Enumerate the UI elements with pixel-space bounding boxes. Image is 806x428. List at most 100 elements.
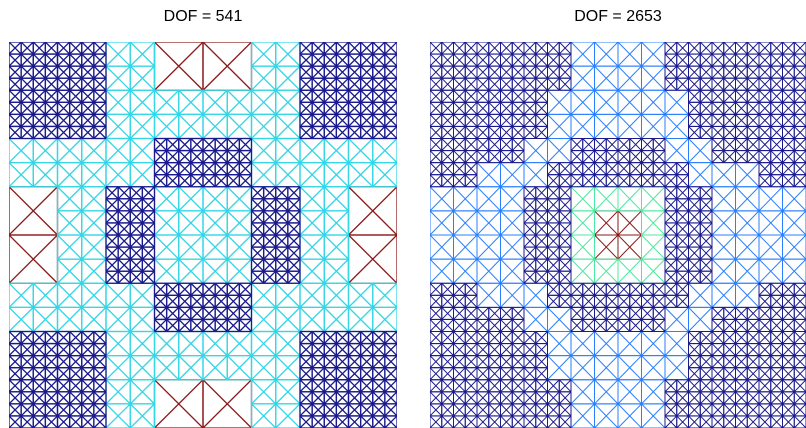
- mesh-edge: [372, 306, 397, 332]
- mesh-edge: [348, 355, 362, 369]
- mesh-edge: [275, 379, 301, 405]
- mesh-edge: [81, 186, 107, 212]
- mesh-edge: [69, 65, 83, 79]
- mesh-edge: [275, 234, 289, 248]
- mesh-edge: [323, 186, 349, 212]
- mesh-edge: [511, 89, 525, 103]
- mesh-edge: [430, 403, 443, 417]
- mesh-edge: [430, 307, 443, 320]
- mesh-edge: [430, 77, 443, 91]
- mesh-edge: [335, 101, 349, 115]
- mesh-cell: [105, 330, 156, 381]
- mesh-edge: [384, 343, 397, 357]
- mesh-cell: [546, 355, 572, 381]
- mesh-cell: [570, 113, 596, 140]
- mesh-edge: [129, 138, 155, 164]
- mesh-edge: [441, 415, 454, 428]
- mesh-edge: [69, 331, 83, 345]
- mesh-cell: [476, 65, 502, 91]
- mesh-edge: [263, 198, 277, 212]
- mesh-edge: [500, 138, 513, 151]
- mesh-edge: [202, 258, 228, 284]
- mesh-cell: [452, 379, 478, 405]
- mesh-edge: [430, 367, 443, 381]
- mesh-edge: [105, 331, 131, 357]
- mesh-edge: [57, 367, 71, 381]
- mesh-edge: [32, 367, 46, 381]
- mesh-cell: [593, 234, 619, 260]
- mesh-edge: [453, 150, 466, 163]
- mesh-edge: [453, 89, 466, 103]
- mesh-edge: [500, 343, 513, 356]
- mesh-edge: [323, 162, 349, 188]
- mesh-edge: [154, 174, 168, 188]
- mesh-edge: [105, 113, 131, 139]
- mesh-edge: [782, 210, 806, 236]
- mesh-edge: [44, 403, 58, 417]
- mesh-edge: [57, 186, 83, 212]
- mesh-edge: [154, 89, 180, 115]
- mesh-edge: [570, 379, 595, 405]
- mesh-edge: [238, 162, 252, 176]
- mesh-cell: [430, 42, 455, 67]
- mesh-edge: [105, 403, 131, 428]
- mesh-cell: [499, 258, 525, 284]
- mesh-cell: [593, 89, 619, 115]
- mesh-edge: [323, 367, 337, 381]
- mesh-edge: [464, 42, 478, 55]
- mesh-edge: [190, 282, 204, 296]
- mesh-edge: [251, 42, 277, 67]
- mesh-edge: [44, 355, 58, 369]
- mesh-edge: [299, 306, 325, 332]
- mesh-edge: [323, 331, 337, 345]
- mesh-edge: [238, 294, 252, 308]
- mesh-cell: [476, 162, 502, 188]
- mesh-edge: [299, 343, 313, 357]
- mesh-edge: [476, 53, 490, 67]
- mesh-edge: [57, 403, 71, 417]
- mesh-edge: [511, 319, 525, 332]
- mesh-cell: [640, 65, 666, 91]
- mesh-edge: [57, 89, 71, 103]
- mesh-edge: [105, 198, 119, 212]
- mesh-edge: [141, 186, 155, 200]
- mesh-edge: [641, 403, 666, 428]
- mesh-edge: [202, 113, 228, 139]
- mesh-cell: [499, 210, 525, 236]
- mesh-cell: [347, 186, 397, 236]
- mesh-cell: [711, 282, 737, 308]
- mesh-edge: [360, 89, 374, 103]
- mesh-edge: [44, 53, 58, 67]
- mesh-edge: [202, 355, 228, 381]
- mesh-edge: [202, 162, 216, 176]
- mesh-edge: [9, 101, 22, 115]
- mesh-edge: [711, 186, 736, 212]
- mesh-cell: [430, 379, 455, 405]
- mesh-edge: [299, 415, 313, 428]
- mesh-edge: [323, 77, 337, 91]
- mesh-edge: [141, 246, 155, 260]
- mesh-edge: [688, 307, 713, 332]
- mesh-cell: [430, 65, 455, 91]
- mesh-edge: [441, 53, 454, 67]
- mesh-cell: [452, 137, 478, 164]
- mesh-cell: [546, 330, 572, 357]
- mesh-edge: [93, 415, 107, 428]
- mesh-edge: [202, 138, 216, 152]
- mesh-edge: [594, 186, 619, 212]
- mesh-edge: [202, 186, 228, 212]
- mesh-edge: [20, 391, 34, 405]
- mesh-edge: [384, 379, 397, 393]
- mesh-edge: [464, 343, 478, 356]
- mesh-cell: [9, 42, 59, 91]
- mesh-edge: [81, 77, 95, 91]
- mesh-cell: [711, 210, 737, 236]
- mesh-edge: [476, 89, 490, 103]
- mesh-edge: [105, 138, 131, 164]
- mesh-edge: [141, 258, 155, 272]
- mesh-edge: [523, 282, 548, 308]
- mesh-edge: [323, 210, 349, 236]
- mesh-edge: [32, 138, 58, 164]
- mesh-edge: [453, 77, 466, 91]
- mesh-edge: [311, 89, 325, 103]
